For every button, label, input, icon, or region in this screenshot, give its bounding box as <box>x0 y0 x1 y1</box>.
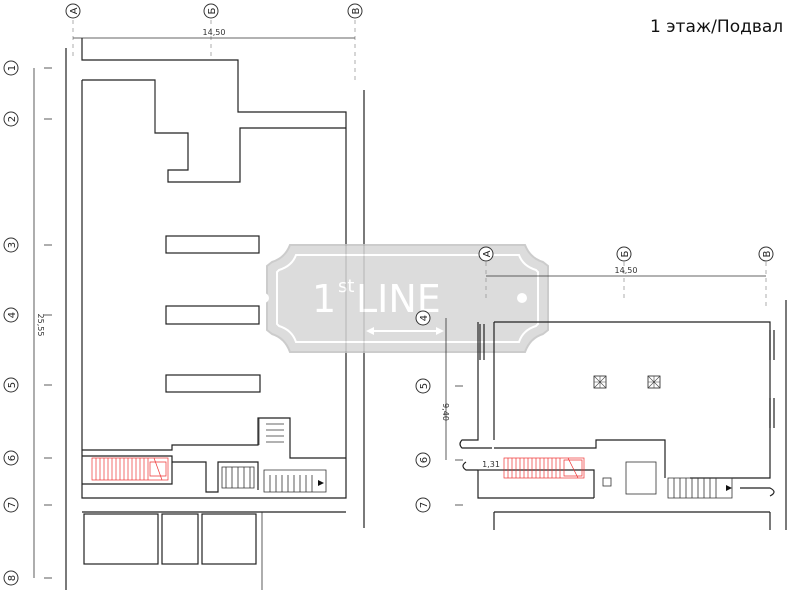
svg-text:А: А <box>482 250 493 257</box>
svg-text:6: 6 <box>419 457 430 463</box>
watermark-text-main: 1 <box>312 277 336 321</box>
svg-text:3: 3 <box>7 242 18 248</box>
watermark-logo: 1 st LINE <box>259 244 549 353</box>
svg-text:7: 7 <box>7 502 18 508</box>
right-height-dimension: 9,40 <box>441 403 450 421</box>
left-width-dimension: 14,50 <box>203 28 226 37</box>
right-axis-a: А <box>478 246 494 262</box>
right-red-stair <box>503 457 585 479</box>
svg-text:2: 2 <box>7 116 18 122</box>
left-stair-arrow <box>318 480 324 486</box>
svg-text:Б: Б <box>620 250 631 257</box>
left-height-dimension: 25,55 <box>36 314 45 337</box>
left-axis-b: Б <box>203 3 219 19</box>
left-axis-v: В <box>347 3 363 19</box>
svg-text:8: 8 <box>7 575 18 581</box>
right-stair-arrow <box>726 485 732 491</box>
svg-text:В: В <box>351 7 362 14</box>
svg-text:6: 6 <box>7 455 18 461</box>
right-small-dimension: 1,31 <box>482 460 500 469</box>
left-plan: А Б В 14,50 1 2 3 4 5 6 7 8 <box>3 3 365 590</box>
right-plan: А Б В 14,50 4 5 6 7 9,40 <box>415 246 787 530</box>
svg-text:5: 5 <box>419 383 430 389</box>
left-row-axes: 1 2 3 4 5 6 7 8 <box>3 60 19 586</box>
svg-text:Б: Б <box>207 7 218 14</box>
right-width-dimension: 14,50 <box>615 266 638 275</box>
watermark-text-sup: st <box>338 276 354 297</box>
right-axis-b: Б <box>616 246 632 262</box>
svg-text:1: 1 <box>7 65 18 71</box>
left-axis-a: А <box>65 3 81 19</box>
svg-text:4: 4 <box>419 315 430 321</box>
svg-text:А: А <box>69 7 80 14</box>
left-red-stair <box>91 457 169 481</box>
svg-text:7: 7 <box>419 502 430 508</box>
right-row-axes: 4 5 6 7 <box>415 310 431 513</box>
right-axis-v: В <box>758 246 774 262</box>
svg-text:В: В <box>762 250 773 257</box>
right-columns <box>593 375 661 389</box>
svg-text:4: 4 <box>7 312 18 318</box>
svg-text:5: 5 <box>7 382 18 388</box>
drawing-title: 1 этаж/Подвал <box>650 17 783 37</box>
